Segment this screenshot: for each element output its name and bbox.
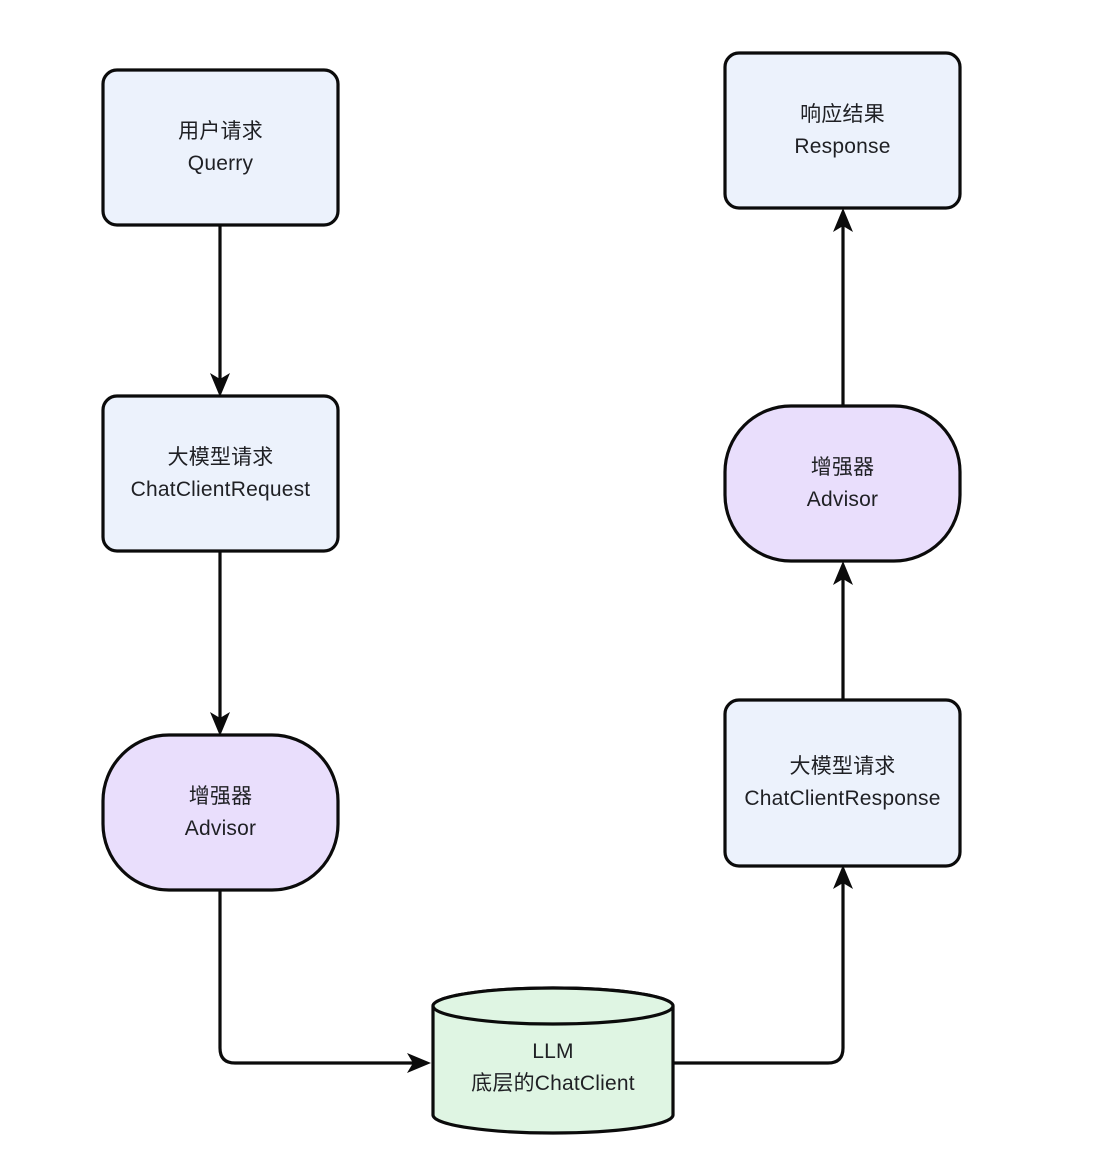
node-chat-client-request-shape[interactable] <box>101 394 340 553</box>
edge-advisor-to-llm-arrowhead <box>407 1053 431 1073</box>
edge-request-to-advisor-arrowhead <box>210 712 230 736</box>
edge-response-object-to-advisor-arrowhead <box>833 561 853 585</box>
edge-llm-to-response-object-arrowhead <box>833 865 853 889</box>
edge-advisor-to-response-arrowhead <box>833 208 853 232</box>
edge-query-to-request-arrowhead <box>210 373 230 397</box>
edge-advisor-to-llm <box>218 891 418 1065</box>
node-llm-cylinder-top-ellipse <box>431 986 675 1026</box>
node-query-shape[interactable] <box>101 68 340 227</box>
node-advisor-response-shape[interactable] <box>723 404 962 563</box>
node-chat-client-response-shape[interactable] <box>723 698 962 868</box>
node-response-shape[interactable] <box>723 51 962 210</box>
edge-llm-to-response-object <box>673 878 845 1065</box>
node-advisor-request-shape[interactable] <box>101 733 340 892</box>
